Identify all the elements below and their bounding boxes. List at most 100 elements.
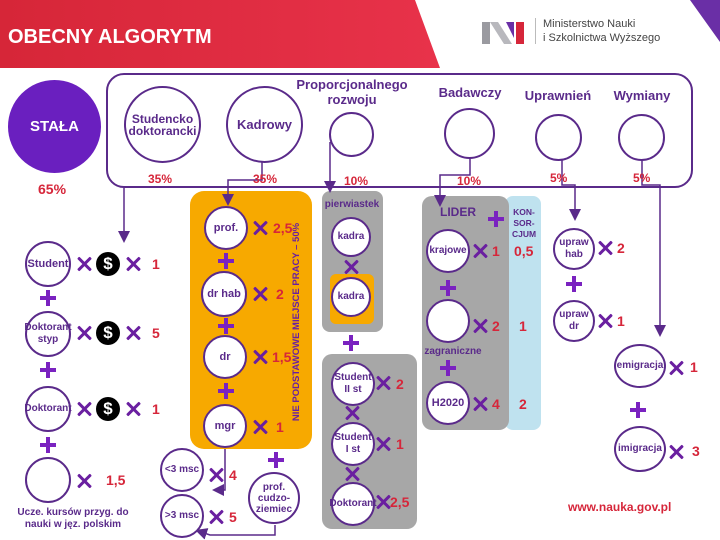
plus-icon [40,290,56,306]
studencko-pct: 35% [148,172,173,186]
multiply-icon [668,444,684,460]
krajowe-weight: 1 [492,243,500,259]
plus-icon [218,318,234,334]
dr-hab-circle: dr hab [201,271,247,317]
plus-icon [488,211,504,227]
imigracja-circle: imigracja [614,426,666,472]
footer-link[interactable]: www.nauka.gov.pl [568,500,672,514]
h2020-label: H2020 [431,397,465,409]
uprawhab-weight: 2 [617,240,625,256]
prof-label: prof. [213,222,239,234]
plus-icon [40,437,56,453]
lt3-circle: <3 msc [160,448,204,492]
student2-circle: Student II st [331,362,375,406]
course-note: Ucze. kursów przyg. do nauki w jęz. pols… [17,507,129,530]
uprawhab-label: upraw hab [559,237,589,260]
ministry-name: Ministerstwo Nauki i Szkolnictwa Wyższeg… [543,17,660,45]
multiply-icon [597,313,613,329]
pierwiastek-label: pierwiastek [324,199,380,210]
uprawdr-weight: 1 [617,313,625,329]
lt3-weight: 4 [229,467,237,483]
dollar-icon: $ [96,252,120,276]
kadra1-label: kadra [337,231,365,242]
uprawnien-pct: 5% [550,171,568,185]
student2-weight: 2 [396,376,404,392]
prop-doktorant-label: Doktorant [329,498,377,509]
uprawdr-circle: upraw dr [553,300,595,342]
multiply-icon [125,256,141,272]
konsorcjum-label: KON-SOR-CJUM [511,207,537,239]
badawczy-pct: 10% [457,174,482,188]
dr-circle: dr [203,335,247,379]
mgr-label: mgr [214,420,236,432]
multiply-icon [472,396,488,412]
multiply-icon [252,419,268,435]
kadrowy-circle: Kadrowy [226,86,303,163]
mgr-circle: mgr [203,404,247,448]
multiply-icon [252,349,268,365]
badawczy-circle [444,108,495,159]
student-course-circle [25,457,71,503]
doktorant-styp-circle: Doktorant styp [24,311,72,357]
wymiany-pct: 5% [633,171,651,185]
kadra2-label: kadra [337,291,365,302]
stala-pct: 65% [38,181,67,197]
prof-circle: prof. [204,206,248,250]
lt3-label: <3 msc [164,464,200,475]
uprawnien-label: Uprawnień [524,88,592,103]
zagraniczne-label: zagraniczne [424,346,482,357]
mgr-weight: 1 [276,419,284,435]
course-weight: 1,5 [106,472,126,488]
multiply-icon [344,405,360,421]
dollar-icon: $ [96,397,120,421]
doktorant-weight: 1 [152,401,160,417]
wymiany-label: Wymiany [613,88,671,103]
doktorant-label: Doktorant [24,403,72,414]
krajowe-circle: krajowe [426,229,470,273]
emigracja-label: emigracja [616,360,664,371]
doktorant-circle: Doktorant [24,386,72,432]
imigracja-label: imigracja [618,443,662,454]
plus-icon [218,253,234,269]
page-title: OBECNY ALGORYTM [8,26,212,48]
studencko-label: Studencko doktorancki [128,111,197,138]
multiply-icon [597,240,613,256]
multiply-icon [375,436,391,452]
multiply-icon [252,286,268,302]
h2020-konsorcjum: 2 [519,396,527,412]
h2020-circle: H2020 [426,381,470,425]
gt3-weight: 5 [229,509,237,525]
plus-icon [268,452,284,468]
plus-icon [343,335,359,351]
badawczy-label: Badawczy [438,85,502,100]
gt3-circle: >3 msc [160,494,204,538]
zagraniczne-konsorcjum: 1 [519,318,527,334]
gt3-label: >3 msc [164,510,200,521]
plus-icon [630,402,646,418]
stala-circle: STAŁA [8,80,101,173]
plus-icon [566,276,582,292]
doktorant-styp-label: Doktorant styp [24,322,72,345]
multiply-icon [76,401,92,417]
prof-cudzoziemiec-circle: prof. cudzo-ziemiec [248,472,300,524]
wymiany-circle [618,114,665,161]
multiply-icon [375,494,391,510]
header-banner [0,0,720,68]
student1-weight: 1 [396,436,404,452]
dr-weight: 1,5 [272,349,292,365]
doktorant-styp-weight: 5 [152,325,160,341]
multiply-icon [472,318,488,334]
multiply-icon [668,360,684,376]
prof-weight: 2,5 [273,220,293,236]
multiply-icon [125,325,141,341]
plus-icon [440,360,456,376]
krajowe-label: krajowe [429,245,467,256]
multiply-icon [344,466,360,482]
emigracja-weight: 1 [690,359,698,375]
multiply-icon [125,401,141,417]
student1-circle: Student I st [331,422,375,466]
logo-divider [535,18,536,44]
dr-hab-label: dr hab [207,288,241,300]
prof-cudzoziemiec-label: prof. cudzo-ziemiec [255,481,293,515]
dr-hab-weight: 2 [276,286,284,302]
